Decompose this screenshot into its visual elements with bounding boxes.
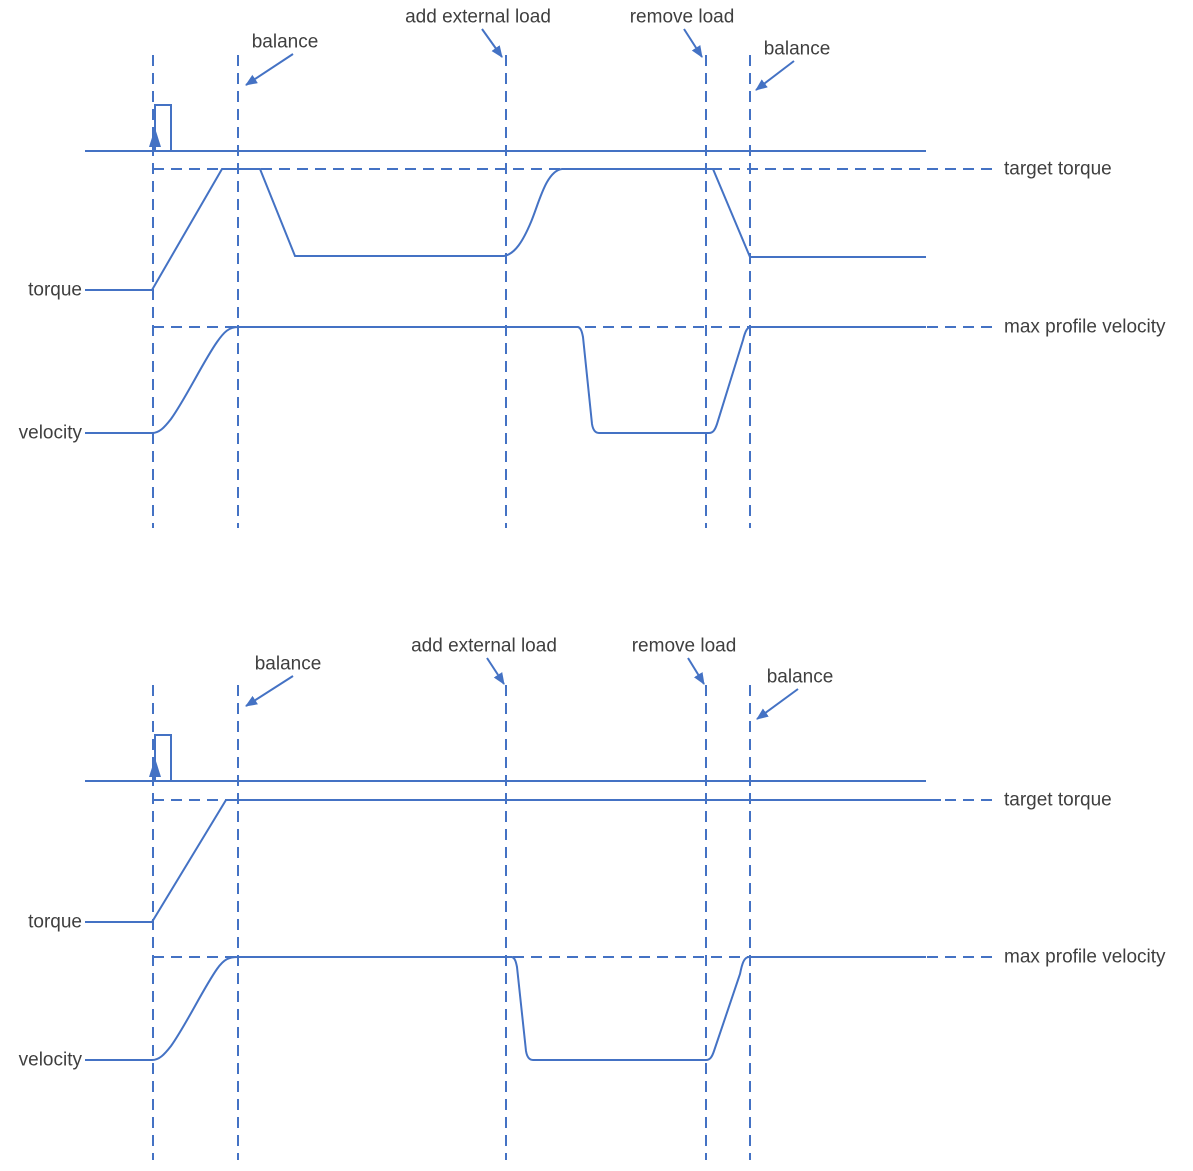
bottom-diagram — [85, 657, 997, 1160]
event-label-balance-1-top: balance — [251, 31, 319, 53]
signal-label-velocity-top: velocity — [18, 422, 82, 444]
event-label-balance-1-bottom: balance — [254, 653, 322, 675]
ref-label-target-torque-top: target torque — [1004, 158, 1112, 180]
event-pointer-arrow — [755, 60, 795, 91]
ref-label-target-torque-bottom: target torque — [1004, 789, 1112, 811]
velocity-curve — [85, 956, 926, 1061]
velocity-curve — [85, 326, 926, 434]
event-label-balance-2-bottom: balance — [766, 666, 834, 688]
event-label-remove-load-top: remove load — [629, 6, 735, 28]
event-pointer-arrow — [481, 28, 503, 58]
event-pointer-arrow — [245, 53, 294, 86]
event-pointer-arrow — [245, 675, 294, 707]
trigger-up-arrow-icon — [149, 758, 161, 777]
torque-curve — [85, 168, 926, 291]
ref-label-max-profile-velocity-top: max profile velocity — [1004, 316, 1166, 338]
ref-label-max-profile-velocity-bottom: max profile velocity — [1004, 946, 1166, 968]
event-label-add-external-load-top: add external load — [405, 6, 551, 28]
event-label-add-external-load-bottom: add external load — [411, 635, 557, 657]
signal-label-torque-bottom: torque — [28, 911, 82, 933]
torque-curve — [85, 799, 941, 923]
trigger-up-arrow-icon — [149, 128, 161, 147]
event-pointer-arrow — [687, 657, 705, 685]
signal-label-torque-top: torque — [28, 279, 82, 301]
signal-label-velocity-bottom: velocity — [18, 1049, 82, 1071]
event-pointer-arrow — [756, 688, 799, 720]
top-diagram — [85, 28, 997, 528]
event-label-remove-load-bottom: remove load — [631, 635, 737, 657]
event-pointer-arrow — [683, 28, 703, 58]
event-pointer-arrow — [486, 657, 505, 685]
event-label-balance-2-top: balance — [763, 38, 831, 60]
